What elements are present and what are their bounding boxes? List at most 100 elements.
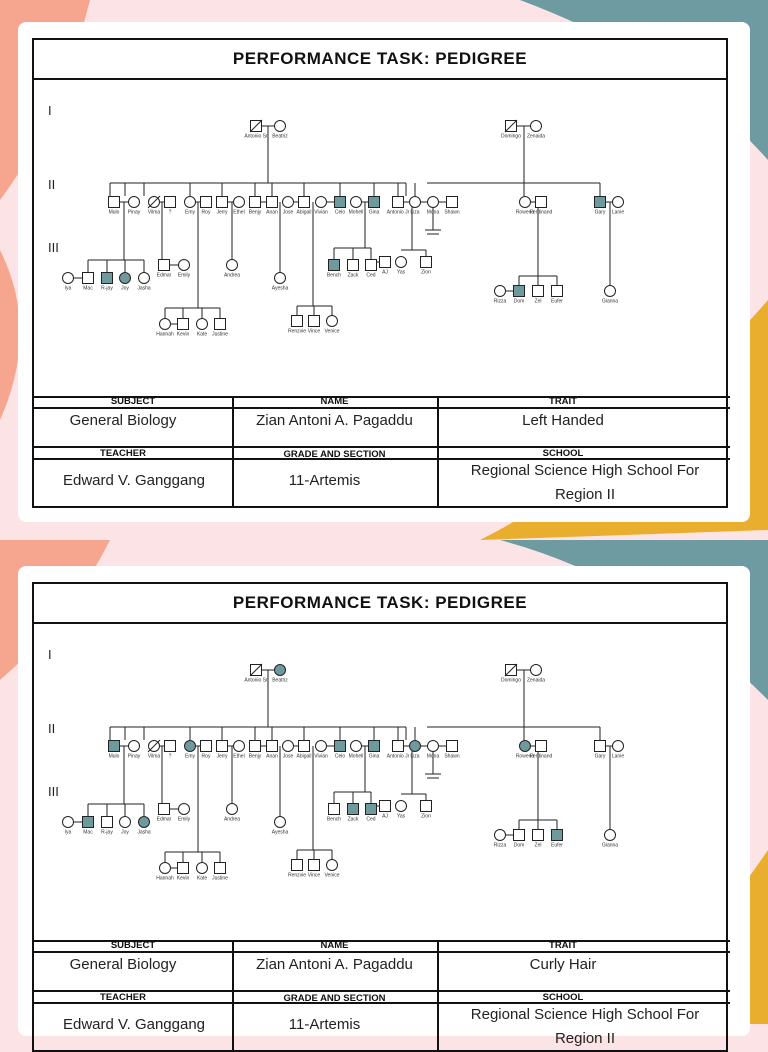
generation-label: III — [48, 784, 59, 799]
male-symbol — [164, 740, 176, 752]
female-symbol — [530, 120, 542, 132]
male-symbol — [177, 318, 189, 330]
grade-value: 11-Artemis — [288, 1016, 361, 1033]
male-symbol — [328, 259, 340, 271]
person-name: Abigail — [296, 754, 311, 760]
male-symbol — [200, 196, 212, 208]
person-name: Gary — [595, 210, 606, 216]
male-symbol — [535, 196, 547, 208]
male-symbol — [535, 740, 547, 752]
female-symbol — [395, 256, 407, 268]
person-name: Zel — [535, 843, 542, 849]
female-symbol — [196, 862, 208, 874]
generation-label: II — [48, 721, 55, 736]
person-name: Ced — [366, 273, 375, 279]
person-name: Edmar — [157, 273, 172, 279]
page-title: PERFORMANCE TASK: PEDIGREE — [34, 40, 726, 80]
person-name: Iya — [65, 830, 72, 836]
person-name: Justine — [212, 876, 228, 882]
person-name: Celo — [335, 210, 346, 216]
female-symbol — [530, 664, 542, 676]
trait-value: Left Handed — [522, 412, 604, 429]
female-symbol — [128, 740, 140, 752]
trait-header: TRAIT — [549, 940, 577, 951]
female-symbol — [226, 803, 238, 815]
person-name: Vivian — [314, 754, 328, 760]
person-name: Mohell — [349, 210, 364, 216]
person-name: Antonio Jr — [387, 754, 410, 760]
person-name: Pinay — [128, 754, 141, 760]
person-name: Yas — [397, 814, 406, 820]
person-name: Emy — [185, 210, 196, 216]
person-name: ? — [169, 754, 172, 760]
person-name: Joy — [121, 830, 129, 836]
female-symbol — [494, 285, 506, 297]
female-symbol — [350, 740, 362, 752]
female-symbol — [409, 196, 421, 208]
female-symbol — [178, 803, 190, 815]
female-symbol — [350, 196, 362, 208]
male-symbol — [82, 816, 94, 828]
female-symbol — [178, 259, 190, 271]
person-name: Anan — [266, 754, 278, 760]
name-header: NAME — [320, 940, 349, 951]
male-symbol — [266, 740, 278, 752]
person-name: Gary — [595, 754, 606, 760]
subject-header: SUBJECT — [110, 396, 156, 407]
person-name: Andrea — [224, 817, 240, 823]
person-name: Rizza — [494, 299, 507, 305]
school-header: SCHOOL — [542, 992, 584, 1003]
person-name: Ferdinand — [530, 754, 553, 760]
name-value: Zian Antoni A. Pagaddu — [256, 956, 413, 973]
female-symbol — [427, 196, 439, 208]
male-symbol — [308, 315, 320, 327]
female-symbol — [612, 740, 624, 752]
female-symbol — [159, 862, 171, 874]
person-name: Ayesha — [272, 830, 289, 836]
female-symbol — [519, 740, 531, 752]
person-name: Jerry — [216, 754, 228, 760]
female-symbol — [315, 196, 327, 208]
trait-header: TRAIT — [549, 396, 577, 407]
person-name: Jose — [283, 754, 294, 760]
male-symbol — [298, 196, 310, 208]
person-name: Yas — [397, 270, 406, 276]
female-symbol — [612, 196, 624, 208]
male-symbol — [328, 803, 340, 815]
school-value-line2: Region II — [554, 1030, 616, 1047]
female-symbol — [62, 272, 74, 284]
person-name: Pinay — [128, 210, 141, 216]
person-name: Emily — [178, 817, 191, 823]
person-name: Roy — [202, 754, 211, 760]
person-name: Zenaida — [527, 134, 545, 140]
person-name: Mulo — [109, 754, 120, 760]
deceased-mark — [147, 195, 161, 209]
person-name: Mac — [83, 286, 93, 292]
person-name: AJ — [382, 814, 388, 820]
person-name: Antonio Sr — [244, 678, 268, 684]
female-symbol — [494, 829, 506, 841]
male-symbol — [532, 829, 544, 841]
male-symbol — [551, 829, 563, 841]
male-symbol — [513, 829, 525, 841]
grade-header: GRADE AND SECTION — [283, 449, 386, 460]
person-name: Liza — [410, 210, 419, 216]
person-name: R-jay — [101, 830, 113, 836]
deceased-mark — [249, 119, 263, 133]
male-symbol — [392, 196, 404, 208]
male-symbol — [365, 803, 377, 815]
male-symbol — [158, 803, 170, 815]
person-name: Antonio Jr — [387, 210, 410, 216]
person-name: Lanie — [612, 210, 624, 216]
male-symbol — [249, 740, 261, 752]
generation-label: III — [48, 240, 59, 255]
person-name: Domingo — [501, 678, 521, 684]
generation-label: I — [48, 103, 52, 118]
male-symbol — [249, 196, 261, 208]
person-name: Benjy — [249, 754, 262, 760]
generation-label: I — [48, 647, 52, 662]
